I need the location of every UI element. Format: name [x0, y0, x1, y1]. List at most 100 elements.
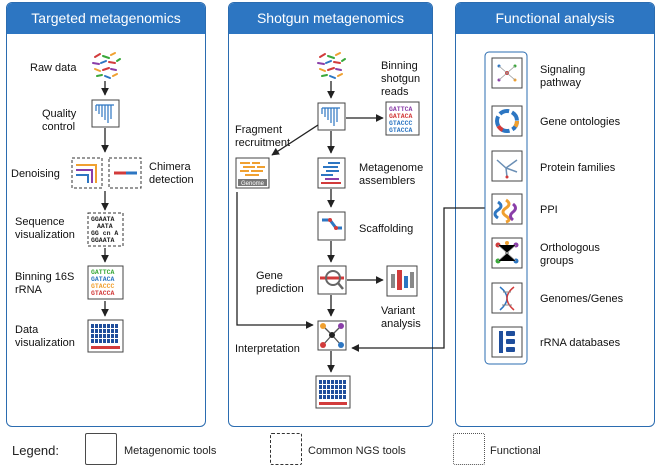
protein-families-label: Protein families — [540, 162, 616, 174]
quality-control-icon — [91, 99, 120, 128]
heatmap-cell — [115, 334, 118, 338]
heatmap-cell — [335, 380, 338, 384]
scaffolding-label: Scaffolding — [359, 223, 414, 235]
seq-vis-line-1: GGAATA — [91, 216, 115, 223]
rrna-databases-icon — [491, 326, 523, 358]
heatmap-cell — [103, 339, 106, 343]
denoising-icon — [71, 157, 103, 189]
heatmap-cell — [331, 385, 334, 389]
fragment-recruitment-icon: Genome — [235, 157, 270, 189]
legend-ngs-label: Common NGS tools — [308, 445, 406, 457]
heatmap-cell — [111, 324, 114, 328]
shotgun-panel-title: Shotgun metagenomics — [229, 3, 432, 34]
shotgun-seq-3: GTACCC — [389, 120, 413, 127]
shotgun-raw-data-icon — [317, 52, 346, 79]
heatmap-cell — [331, 395, 334, 399]
bin16s-line-4: GTACCA — [91, 290, 115, 297]
heatmap-cell — [111, 329, 114, 333]
signaling-pathway-icon — [491, 57, 523, 89]
bin16s-line-1: GATTCA — [91, 269, 115, 276]
bin16s-line-3: GTACCC — [91, 283, 115, 290]
heatmap-cell — [323, 395, 326, 399]
heatmap-cell — [323, 385, 326, 389]
legend-functional-label: Functional — [490, 445, 541, 457]
shotgun-qc-icon — [317, 102, 346, 131]
heatmap-cell — [331, 390, 334, 394]
heatmap-cell — [327, 390, 330, 394]
binning-shotgun-icon: GATTCA GATACA GTACCC GTACCA — [385, 101, 420, 136]
heatmap-cell — [107, 329, 110, 333]
heatmap-cell — [115, 324, 118, 328]
heatmap-cell — [91, 329, 94, 333]
variant-analysis-icon — [386, 265, 418, 297]
seq-vis-line-2: AATA — [97, 223, 113, 230]
interpretation-icon — [317, 320, 347, 351]
heatmap-cell — [339, 385, 342, 389]
genomes-genes-icon — [491, 282, 523, 314]
heatmap-cell — [95, 324, 98, 328]
heatmap-cell — [115, 339, 118, 343]
seq-vis-line-4: GGAATA — [91, 237, 115, 244]
heatmap-cell — [339, 380, 342, 384]
ppi-icon — [491, 193, 523, 225]
shotgun-panel: Shotgun metagenomics — [228, 2, 433, 427]
heatmap-cell — [115, 329, 118, 333]
data-visualization-icon — [87, 319, 124, 353]
interpretation-label: Interpretation — [235, 343, 300, 355]
legend-title: Legend: — [12, 443, 59, 458]
shotgun-seq-4: GTACCA — [389, 127, 413, 134]
heatmap-cell — [103, 324, 106, 328]
heatmap-cell — [99, 339, 102, 343]
genomes-genes-label: Genomes/Genes — [540, 293, 624, 305]
legend-ngs-swatch — [270, 433, 302, 465]
shotgun-heatmap-icon — [315, 375, 351, 409]
heatmap-cell — [335, 385, 338, 389]
binning-16s-icon: GATTCA GATACA GTACCC GTACCA — [87, 265, 124, 300]
scaffolding-icon — [317, 211, 346, 241]
heatmap-cell — [327, 380, 330, 384]
rrna-databases-label: rRNA databases — [540, 337, 621, 349]
heatmap-cell — [319, 390, 322, 394]
functional-panel-title: Functional analysis — [456, 3, 654, 34]
heatmap-cell — [335, 390, 338, 394]
gene-ontologies-icon — [491, 105, 523, 137]
heatmap-cell — [319, 385, 322, 389]
sequence-visualization-icon: GGAATA AATA GG cn A GGAATA — [87, 212, 124, 247]
heatmap-cell — [91, 324, 94, 328]
heatmap-cell — [343, 395, 346, 399]
heatmap-cell — [111, 334, 114, 338]
denoising-label: Denoising — [11, 168, 60, 180]
heatmap-cell — [323, 390, 326, 394]
shotgun-seq-1: GATTCA — [389, 106, 413, 113]
raw-data-label: Raw data — [30, 62, 77, 74]
heatmap-cell — [343, 385, 346, 389]
heatmap-cell — [103, 329, 106, 333]
heatmap-cell — [343, 380, 346, 384]
genome-tag-text: Genome — [241, 181, 265, 187]
raw-data-icon — [92, 52, 121, 79]
targeted-panel-title: Targeted metagenomics — [7, 3, 205, 34]
heatmap-cell — [99, 334, 102, 338]
legend-metagenomic-swatch — [85, 433, 117, 465]
heatmap-cell — [95, 329, 98, 333]
legend-functional-swatch — [453, 433, 485, 465]
heatmap-cell — [319, 380, 322, 384]
heatmap-cell — [95, 339, 98, 343]
shotgun-seq-2: GATACA — [389, 113, 413, 120]
heatmap-cell — [327, 395, 330, 399]
targeted-panel: Targeted metagenomics — [6, 2, 206, 427]
protein-families-icon — [491, 150, 523, 182]
heatmap-cell — [335, 395, 338, 399]
heatmap-cell — [339, 395, 342, 399]
